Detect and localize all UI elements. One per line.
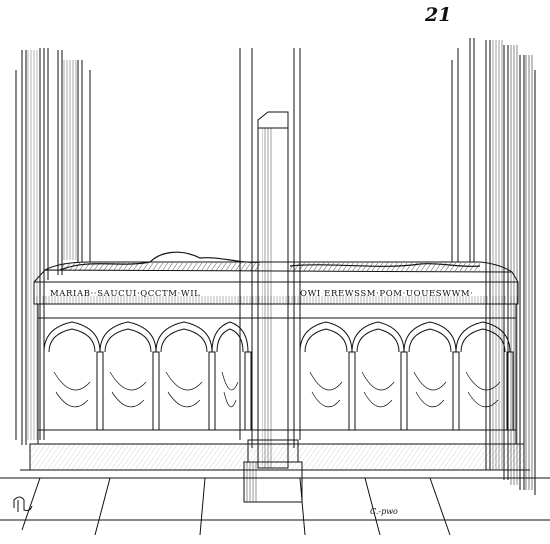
arcade-colonnette [452, 351, 460, 431]
arcade-figure-hatching [465, 371, 501, 408]
arch [299, 321, 353, 353]
arcade-figure-hatching [413, 371, 447, 408]
arch-inner [356, 328, 400, 353]
arcade-colonnette [96, 351, 104, 431]
arch [43, 321, 101, 353]
monogram-mark [13, 496, 33, 512]
arcade-colonnette [208, 351, 216, 431]
arch-inner [408, 328, 452, 353]
arch-inner [160, 328, 208, 353]
central-column [239, 48, 303, 503]
arcade-colonnette [348, 351, 356, 431]
arch [455, 321, 511, 353]
arch-inner [216, 328, 244, 353]
arcade-figure-hatching [309, 371, 343, 408]
arch [403, 321, 457, 353]
arch [155, 321, 213, 353]
arcade-figure-hatching [53, 371, 91, 408]
arcade-colonnette [244, 351, 252, 431]
arch-inner [48, 328, 96, 353]
arch-inner [460, 328, 506, 353]
tomb-chest [0, 303, 550, 536]
engraver-signature: C.-pwo [370, 507, 398, 516]
arcade-figure-hatching [361, 371, 395, 408]
arcade-figure-hatching [221, 371, 239, 408]
arch [211, 321, 249, 353]
arcade-figure-hatching [165, 371, 203, 408]
left-pier [15, 48, 91, 445]
arcade-colonnette [506, 351, 514, 431]
arch-inner [104, 328, 152, 353]
arcade-figure-hatching [109, 371, 147, 408]
inscription-left: MARIAB··SAUCUI·QCCTM·WIL [50, 289, 200, 299]
arcade-colonnette [400, 351, 408, 431]
tomb-lid [33, 251, 519, 305]
arch [351, 321, 405, 353]
inscription-right: OWI EREWSSM·POM·UOUESWWM· [300, 289, 474, 299]
arch [99, 321, 157, 353]
arcade [43, 321, 514, 431]
arcade-colonnette [152, 351, 160, 431]
right-pier [451, 38, 536, 495]
page-number: 21 [425, 4, 452, 26]
arch-inner [304, 328, 348, 353]
